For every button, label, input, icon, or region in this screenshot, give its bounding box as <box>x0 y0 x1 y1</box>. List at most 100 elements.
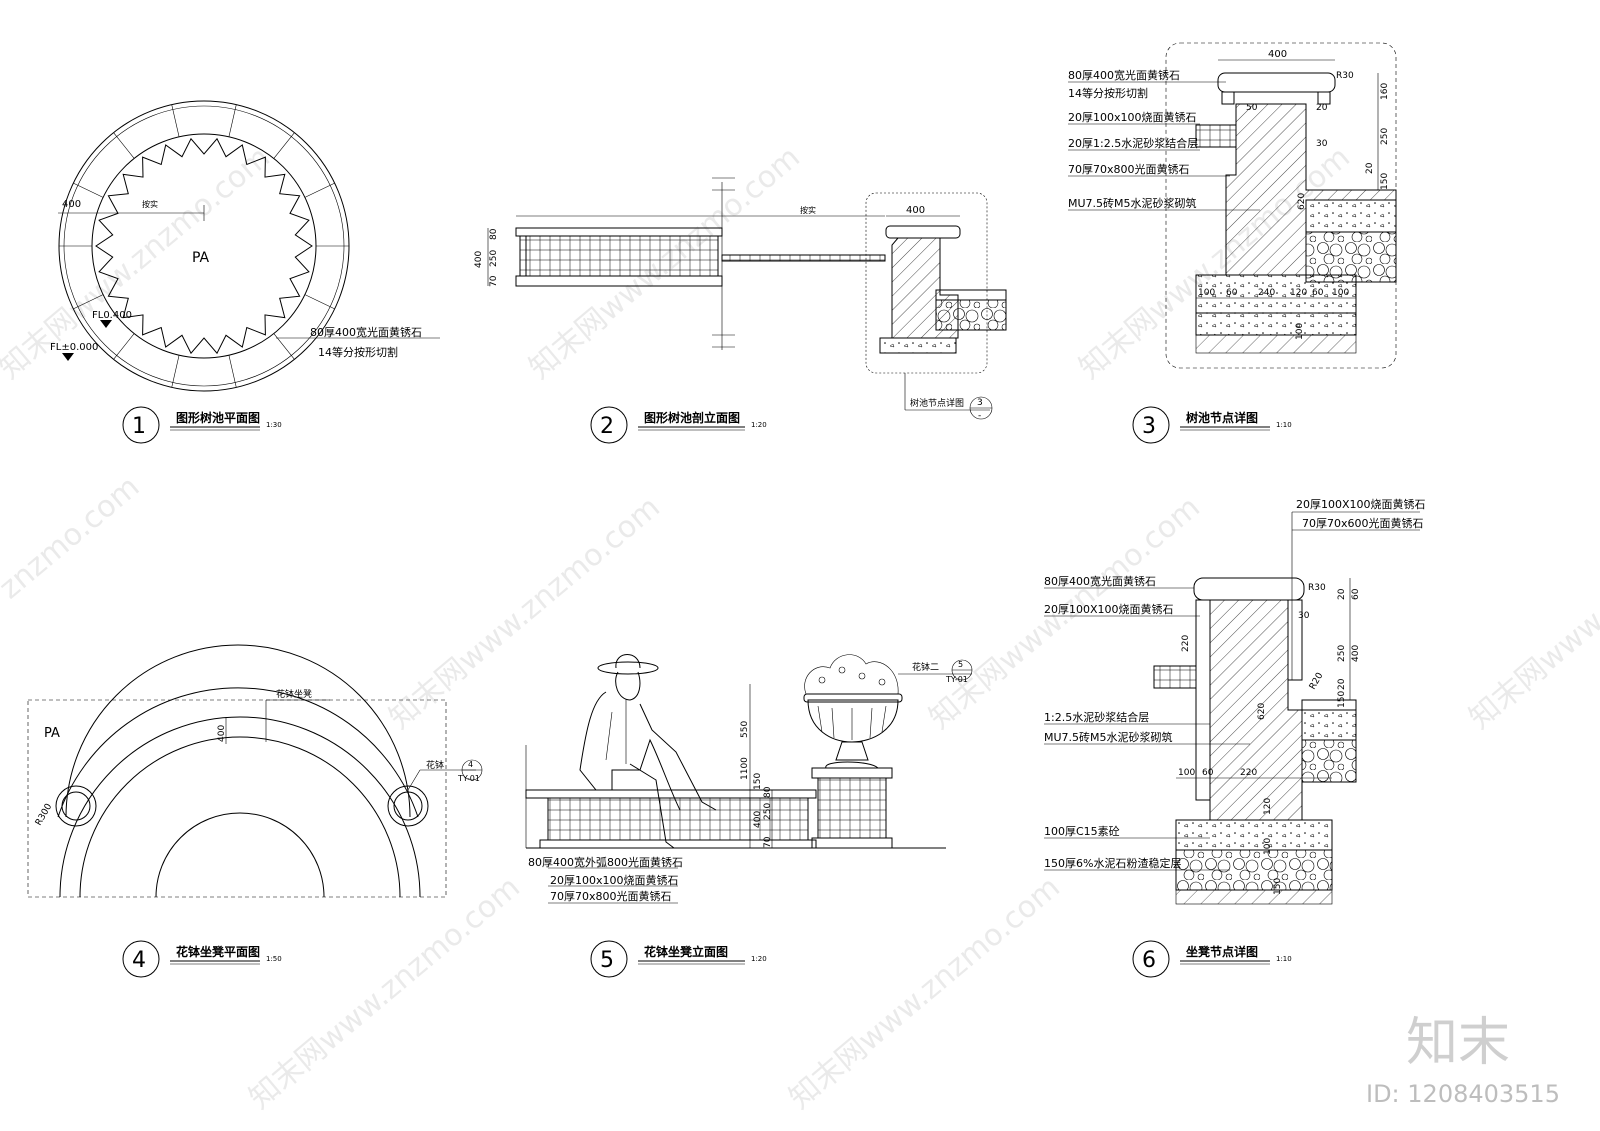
dim-150: 150 <box>1337 691 1347 708</box>
ref-num: 4 <box>468 760 473 769</box>
dim-620: 620 <box>1297 193 1307 210</box>
ref-num: 5 <box>958 660 963 669</box>
dim-60b: 60 <box>1312 288 1324 298</box>
brand-logo: 知末 <box>1406 1013 1510 1073</box>
note-6: 150厚6%水泥石粉渣稳定层 <box>1044 856 1181 870</box>
watermark-group: 知末网www.znzmo.com 知末网www.znzmo.com 知末网www… <box>0 140 1600 1116</box>
title-number: 5 <box>600 948 614 973</box>
title-1: 1 图形树池平面图 1:30 <box>122 406 282 444</box>
title-3: 3 树池节点详图 1:10 <box>1132 406 1292 444</box>
title-number: 1 <box>132 414 146 439</box>
note-5: 100厚C15素砼 <box>1044 825 1120 838</box>
note-4: MU7.5砖M5水泥砂浆砌筑 <box>1044 730 1173 744</box>
radius-r300: R300 <box>34 802 55 828</box>
dim-1100: 1100 <box>740 757 750 780</box>
title-text: 图形树池剖立面图 <box>644 410 740 425</box>
dim-60: 60 <box>1351 588 1361 600</box>
dim-150: 150 <box>1380 173 1390 190</box>
dim-120: 120 <box>1263 798 1273 815</box>
dimension-80: 80 <box>489 228 499 240</box>
dim-20b: 20 <box>1365 162 1375 174</box>
dim-150: 150 <box>753 773 763 790</box>
brand-id: ID: 1208403515 <box>1366 1080 1560 1108</box>
title-6: 6 坐凳节点详图 1:10 <box>1132 940 1292 978</box>
drawing-1-plan: 400 按实 PA FL0.400 FL±0.000 80厚400宽光面黄锈石 … <box>50 100 440 392</box>
pot2-label: 花钵二 <box>912 661 939 673</box>
note-2: 14等分按形切割 <box>318 345 398 359</box>
title-number: 4 <box>132 948 146 973</box>
note-2: 20厚100x100烧面黄锈石 <box>550 873 679 887</box>
title-scale: 1:30 <box>266 421 282 429</box>
ref-sheet: TY-01 <box>457 774 480 783</box>
dim-400: 400 <box>1351 645 1361 662</box>
title-text: 图形树池平面图 <box>176 410 260 425</box>
dim-30: 30 <box>1298 611 1310 621</box>
dimension-400: 400 <box>474 251 484 268</box>
dim-20a: 20 <box>1316 103 1328 113</box>
dim-240: 240 <box>1258 288 1275 298</box>
level-fl-base: FL±0.000 <box>50 342 98 353</box>
note-3: 20厚100x100烧面黄锈石 <box>1068 110 1197 124</box>
dim-100a: 100 <box>1178 768 1195 778</box>
dim-620: 620 <box>1257 703 1267 720</box>
title-text: 花钵坐凳平面图 <box>176 944 260 959</box>
title-5: 5 花钵坐凳立面图 1:20 <box>590 940 767 978</box>
note-1: 80厚400宽光面黄锈石 <box>1068 68 1180 82</box>
radius-r20: R20 <box>1308 671 1326 692</box>
watermark: 知末网www.znzmo.com <box>1463 490 1600 736</box>
dim-120: 120 <box>1290 288 1307 298</box>
dim-150b: 150 <box>1273 878 1283 895</box>
pot-label: 花钵 <box>426 759 444 771</box>
dimension-70: 70 <box>489 275 499 287</box>
note-3: 70厚70x800光面黄锈石 <box>550 889 672 903</box>
dimension-400: 400 <box>217 725 227 742</box>
watermark: 知末网www.znzmo.com <box>243 870 527 1116</box>
note-6: MU7.5砖M5水泥砂浆砌筑 <box>1068 196 1197 210</box>
top-note-2: 70厚70x600光面黄锈石 <box>1302 516 1424 530</box>
dimension-400: 400 <box>1268 49 1287 60</box>
title-scale: 1:20 <box>751 955 767 963</box>
dim-50: 50 <box>1246 103 1258 113</box>
title-scale: 1:50 <box>266 955 282 963</box>
top-note-1: 20厚100X100烧面黄锈石 <box>1296 497 1426 511</box>
title-number: 6 <box>1142 948 1156 973</box>
dim-70: 70 <box>763 836 773 848</box>
dimension-400: 400 <box>62 199 81 210</box>
title-number: 3 <box>1142 414 1156 439</box>
radius-r30: R30 <box>1308 583 1326 593</box>
title-text: 花钵坐凳立面图 <box>644 944 728 959</box>
watermark: 知末网www.znzmo.com <box>783 870 1067 1116</box>
title-scale: 1:20 <box>751 421 767 429</box>
dimension-ansi: 按实 <box>142 199 158 209</box>
drawing-6-detail: R30 100 60 220 120 100 150 220 620 30 R2… <box>1044 497 1426 905</box>
note-1: 80厚400宽外弧800光面黄锈石 <box>528 855 683 869</box>
dim-220a: 220 <box>1181 635 1191 652</box>
note-2: 14等分按形切割 <box>1068 86 1148 100</box>
dimension-ansi: 按实 <box>800 205 816 215</box>
note-1: 80厚400宽光面黄锈石 <box>310 325 422 339</box>
ref-label: 树池节点详图 <box>910 397 964 409</box>
ref-sheet: TY-01 <box>945 675 968 684</box>
dim-80: 80 <box>763 786 773 798</box>
title-scale: 1:10 <box>1276 421 1292 429</box>
note-3: 1:2.5水泥砂浆结合层 <box>1044 710 1149 724</box>
dim-100a: 100 <box>1198 288 1215 298</box>
dim-100c: 100 <box>1295 323 1305 340</box>
dim-250: 250 <box>1380 128 1390 145</box>
dimension-250: 250 <box>489 250 499 267</box>
note-1: 80厚400宽光面黄锈石 <box>1044 574 1156 588</box>
dim-100b: 100 <box>1263 838 1273 855</box>
dim-400: 400 <box>753 811 763 828</box>
radius-r30: R30 <box>1336 71 1354 81</box>
dim-250: 250 <box>1337 645 1347 662</box>
title-scale: 1:10 <box>1276 955 1292 963</box>
dim-160: 160 <box>1380 83 1390 100</box>
dim-60a: 60 <box>1226 288 1238 298</box>
dim-220b: 220 <box>1240 768 1257 778</box>
title-text: 树池节点详图 <box>1186 410 1258 425</box>
dim-100b: 100 <box>1332 288 1349 298</box>
watermark: 知末网www.znzmo.com <box>383 490 667 736</box>
dim-250: 250 <box>763 803 773 820</box>
title-4: 4 花钵坐凳平面图 1:50 <box>122 940 282 978</box>
